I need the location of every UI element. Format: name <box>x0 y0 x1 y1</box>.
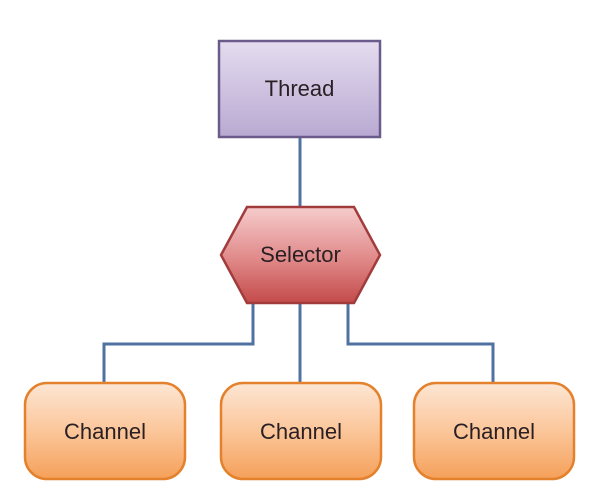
selector-label: Selector <box>260 242 341 267</box>
edge-selector-channel-1 <box>102 303 255 383</box>
edge-selector-channel-3 <box>346 303 495 383</box>
selector-hexagon <box>219 205 382 305</box>
channel-label: Channel <box>453 419 535 444</box>
channel-box <box>412 381 576 481</box>
channel-label: Channel <box>260 419 342 444</box>
channel-node-1[interactable]: Channel <box>23 381 187 481</box>
channel-box <box>23 381 187 481</box>
channel-label: Channel <box>64 419 146 444</box>
channel-node-3[interactable]: Channel <box>412 381 576 481</box>
connectors <box>102 137 495 383</box>
thread-node[interactable]: Thread <box>217 39 382 139</box>
thread-label: Thread <box>265 76 335 101</box>
selector-node[interactable]: Selector <box>219 205 382 305</box>
channel-box <box>219 381 383 481</box>
channel-node-2[interactable]: Channel <box>219 381 383 481</box>
thread-box <box>217 39 382 139</box>
